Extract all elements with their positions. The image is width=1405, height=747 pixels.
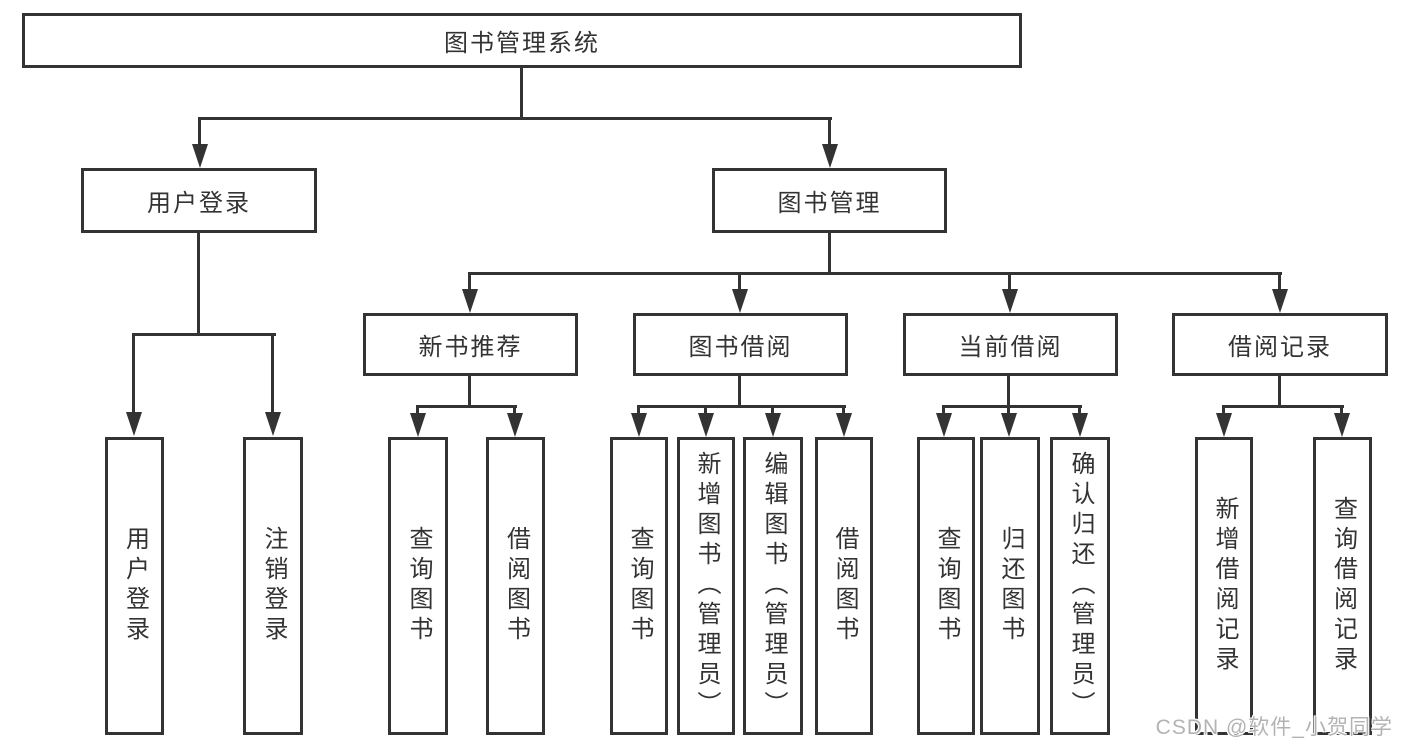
node-book-borrow: 图书借阅 — [633, 313, 848, 376]
node-new-book-recommend: 新书推荐 — [363, 313, 578, 376]
leaf-borrow-books-label: 借阅图书 — [831, 526, 858, 646]
arrow-down-icon — [732, 289, 748, 313]
edge-to-current-borrow — [1008, 273, 1011, 291]
arrow-down-icon — [631, 413, 647, 437]
leaf-query-borrow-record: 查询借阅记录 — [1313, 437, 1372, 735]
arrow-down-icon — [1002, 289, 1018, 313]
leaf-edit-book-admin: 编辑图书（管理员） — [743, 437, 803, 735]
edge-root-split — [198, 117, 832, 120]
edge-current-split — [942, 405, 1082, 408]
arrow-down-icon — [1216, 413, 1232, 437]
arrow-down-icon — [410, 413, 426, 437]
edge-leaf — [771, 406, 774, 416]
edge-leaf — [513, 406, 516, 416]
arrow-down-icon — [1334, 413, 1350, 437]
leaf-edit-book-admin-label: 编辑图书（管理员） — [760, 451, 787, 721]
edge-book-management-trunk — [828, 233, 831, 275]
leaf-add-book-admin: 新增图书（管理员） — [677, 437, 735, 735]
edge-leaf — [416, 406, 419, 416]
edge-user-login-split — [132, 333, 276, 336]
arrow-down-icon — [507, 413, 523, 437]
leaf-return-books: 归还图书 — [980, 437, 1040, 735]
node-borrow-records-label: 借阅记录 — [1228, 334, 1332, 361]
edge-recommend-split — [416, 405, 517, 408]
edge-user-login-trunk — [197, 233, 200, 336]
edge-to-leaf-user-login — [132, 334, 135, 414]
leaf-confirm-return-admin: 确认归还（管理员） — [1050, 437, 1110, 735]
edge-to-borrow-records — [1278, 273, 1281, 291]
node-new-book-recommend-label: 新书推荐 — [418, 334, 523, 361]
leaf-logout: 注销登录 — [243, 437, 303, 735]
arrow-down-icon — [836, 413, 852, 437]
arrow-down-icon — [765, 413, 781, 437]
edge-borrow-split — [637, 405, 846, 408]
edge-leaf — [1222, 406, 1225, 416]
arrow-down-icon — [1072, 413, 1088, 437]
edge-leaf — [942, 406, 945, 416]
edge-book-management-split — [468, 272, 1282, 275]
leaf-return-books-label: 归还图书 — [997, 526, 1024, 646]
arrow-down-icon — [192, 144, 208, 168]
node-current-borrow: 当前借阅 — [903, 313, 1118, 376]
leaf-current-query-books-label: 查询图书 — [933, 526, 960, 646]
arrow-down-icon — [1001, 413, 1017, 437]
leaf-recommend-query-books: 查询图书 — [388, 437, 448, 735]
edge-to-book-borrow — [738, 273, 741, 291]
node-borrow-records: 借阅记录 — [1172, 313, 1388, 376]
node-root-label: 图书管理系统 — [444, 30, 600, 57]
node-current-borrow-label: 当前借阅 — [958, 334, 1063, 361]
arrow-down-icon — [265, 412, 281, 436]
edge-to-user-login — [198, 118, 201, 146]
node-book-borrow-label: 图书借阅 — [688, 334, 793, 361]
leaf-borrow-books: 借阅图书 — [815, 437, 873, 735]
node-book-management: 图书管理 — [712, 168, 947, 233]
leaf-borrow-query-books: 查询图书 — [610, 437, 668, 735]
leaf-recommend-query-books-label: 查询图书 — [405, 526, 432, 646]
arrow-down-icon — [936, 413, 952, 437]
edge-leaf — [1007, 406, 1010, 416]
edge-records-trunk — [1278, 375, 1281, 408]
leaf-add-borrow-record: 新增借阅记录 — [1195, 437, 1253, 735]
arrow-down-icon — [462, 289, 478, 313]
leaf-query-borrow-record-label: 查询借阅记录 — [1329, 496, 1357, 676]
edge-leaf — [637, 406, 640, 416]
edge-to-new-book-recommend — [468, 273, 471, 291]
leaf-recommend-borrow-books-label: 借阅图书 — [502, 526, 530, 646]
leaf-user-login: 用户登录 — [105, 437, 164, 735]
edge-records-split — [1222, 405, 1344, 408]
node-root: 图书管理系统 — [22, 13, 1022, 68]
edge-to-book-management — [828, 118, 831, 146]
node-user-login-label: 用户登录 — [147, 190, 251, 217]
leaf-add-borrow-record-label: 新增借阅记录 — [1211, 496, 1238, 676]
edge-leaf — [842, 406, 845, 416]
leaf-logout-label: 注销登录 — [260, 526, 287, 646]
edge-root-trunk — [520, 68, 523, 120]
edge-to-leaf-logout — [271, 334, 274, 414]
node-user-login: 用户登录 — [81, 168, 317, 233]
arrow-down-icon — [126, 412, 142, 436]
leaf-recommend-borrow-books: 借阅图书 — [486, 437, 545, 735]
leaf-user-login-label: 用户登录 — [121, 526, 149, 646]
leaf-borrow-query-books-label: 查询图书 — [626, 526, 653, 646]
edge-leaf — [1078, 406, 1081, 416]
edge-current-trunk — [1007, 375, 1010, 408]
arrow-down-icon — [822, 144, 838, 168]
node-book-management-label: 图书管理 — [777, 190, 882, 217]
edge-borrow-trunk — [738, 375, 741, 408]
arrow-down-icon — [1272, 289, 1288, 313]
leaf-add-book-admin-label: 新增图书（管理员） — [693, 451, 720, 721]
edge-recommend-trunk — [468, 375, 471, 408]
leaf-current-query-books: 查询图书 — [917, 437, 975, 735]
arrow-down-icon — [698, 413, 714, 437]
edge-leaf — [704, 406, 707, 416]
leaf-confirm-return-admin-label: 确认归还（管理员） — [1067, 451, 1094, 721]
edge-leaf — [1340, 406, 1343, 416]
